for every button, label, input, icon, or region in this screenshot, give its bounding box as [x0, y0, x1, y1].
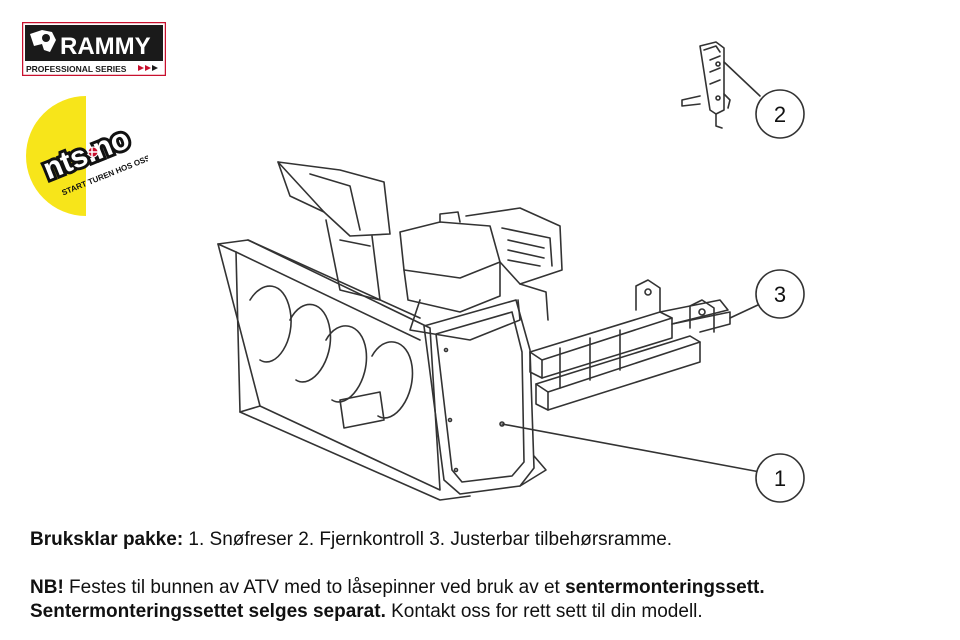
remote-control [681, 41, 731, 129]
caption-contact-text: Kontakt oss for rett sett til din modell… [385, 601, 703, 622]
ram-head-icon [30, 30, 56, 52]
caption-note-label: NB! [30, 577, 64, 598]
brand-name: RAMMY [60, 33, 151, 60]
leader-line-1 [501, 423, 761, 473]
caption-package: Bruksklar pakke: 1. Snøfreser 2. Fjernko… [30, 528, 940, 552]
callout-3-label: 3 [774, 282, 786, 307]
callout-3 [755, 269, 805, 319]
engine [399, 207, 563, 341]
badge-yellow-half [26, 96, 86, 216]
adjustable-frame [529, 279, 731, 411]
caption-sold-separately-label: Sentermonteringssettet selges separat. [30, 601, 386, 622]
brand-tagline: PROFESSIONAL SERIES [26, 64, 127, 74]
callout-1-label: 1 [774, 466, 786, 491]
auger-housing [217, 239, 471, 501]
caption-note-text: Festes til bunnen av ATV med to låsepinn… [63, 577, 566, 598]
snowblower-diagram: 2 3 1 [217, 41, 805, 503]
norway-flag-icon [87, 146, 99, 158]
callout-1 [755, 453, 805, 503]
caption-package-text: 1. Snøfreser 2. Fjernkontroll 3. Justerb… [183, 529, 673, 550]
chevrons-icon [138, 65, 158, 71]
callout-2-label: 2 [774, 102, 786, 127]
leader-line-3 [729, 303, 761, 319]
caption-note: NB! Festes til bunnen av ATV med to låse… [30, 576, 940, 600]
side-plate [423, 299, 547, 495]
rammy-logo: RAMMY PROFESSIONAL SERIES [22, 22, 166, 76]
caption-note-kit: sentermonteringssett. [565, 577, 765, 598]
caption-package-label: Bruksklar pakke: [30, 529, 184, 550]
callout-2 [755, 89, 805, 139]
nts-badge: nts.no START TUREN HOS OSS! [26, 96, 148, 216]
leader-line-2 [723, 61, 761, 97]
discharge-chute [277, 161, 391, 301]
caption-sold-separately: Sentermonteringssettet selges separat. K… [30, 600, 940, 624]
